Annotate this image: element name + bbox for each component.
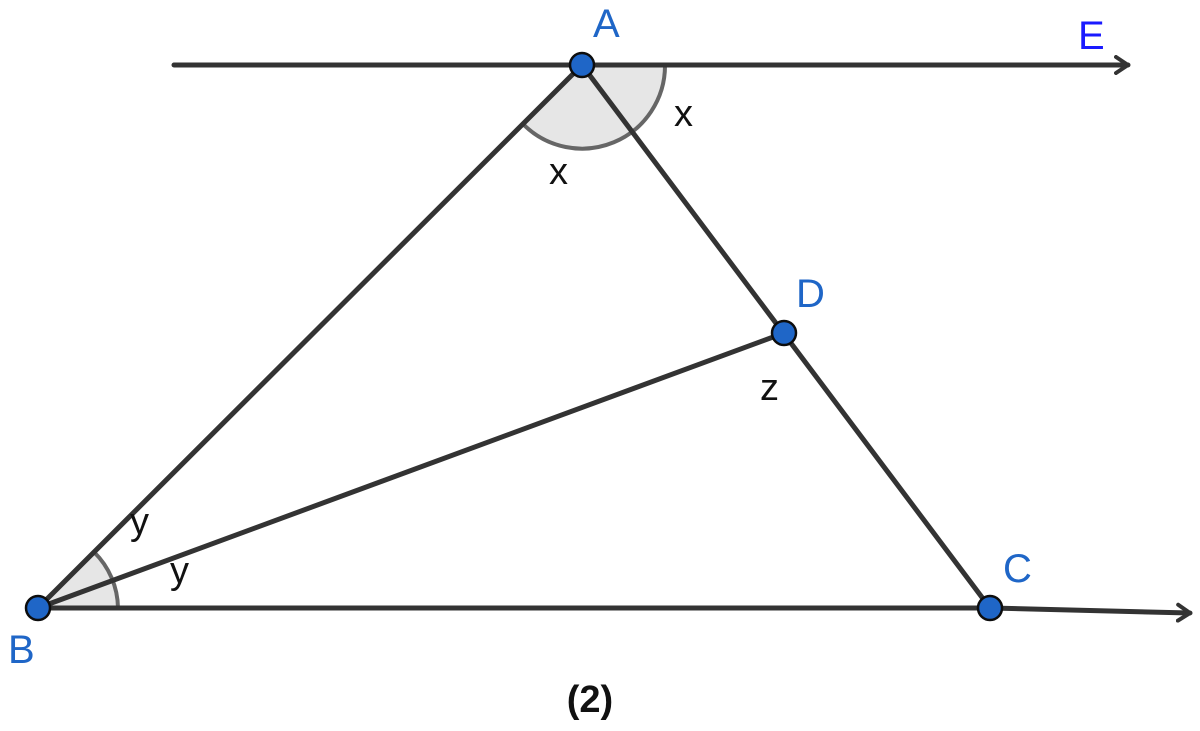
label-e: E bbox=[1078, 14, 1105, 58]
ray-from-c bbox=[987, 602, 1193, 623]
angle-label-b-lower: y bbox=[170, 550, 189, 592]
label-b: B bbox=[8, 628, 35, 672]
point-a bbox=[568, 51, 596, 79]
point-b bbox=[24, 594, 52, 622]
figure-caption: (2) bbox=[567, 679, 613, 721]
segment-ab bbox=[35, 62, 585, 611]
label-d: D bbox=[796, 272, 825, 316]
label-a: A bbox=[593, 2, 620, 46]
point-c bbox=[976, 594, 1004, 622]
angle-arc-b bbox=[92, 550, 120, 609]
angle-wedge-b bbox=[38, 552, 118, 608]
point-d bbox=[770, 319, 798, 347]
angle-label-a-left: x bbox=[549, 151, 568, 193]
label-c: C bbox=[1003, 547, 1032, 591]
angle-label-d: z bbox=[760, 367, 779, 409]
angle-label-a-right: x bbox=[674, 93, 693, 135]
angle-arc-a bbox=[521, 64, 668, 151]
segment-bd bbox=[35, 330, 787, 611]
angle-label-b-upper: y bbox=[130, 501, 149, 543]
